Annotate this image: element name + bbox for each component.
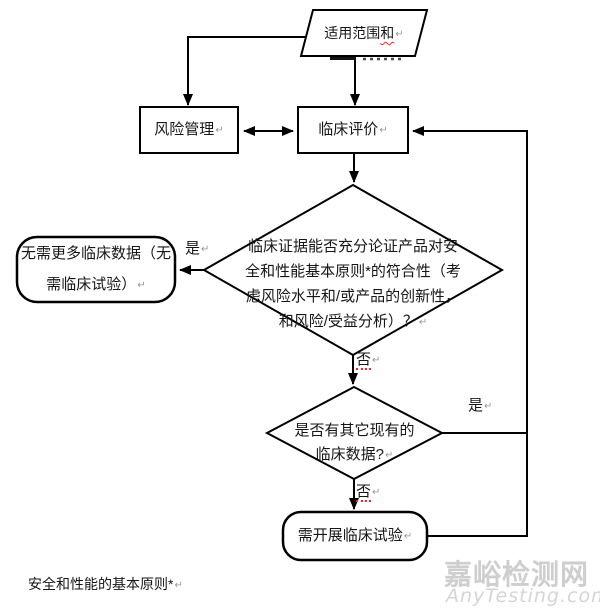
clinical-trial-text: 需开展临床试验 — [297, 527, 403, 545]
no-more-data-line1: 无需更多临床数据（无 — [20, 245, 171, 262]
scope-label-spellchecked-char: 和 — [380, 24, 395, 41]
yes1-text: 是 — [185, 240, 201, 257]
no-more-data-label: 无需更多临床数据（无 需临床试验）↵ — [17, 237, 175, 302]
return-mark: ↵ — [201, 244, 210, 255]
return-mark: ↵ — [484, 401, 493, 412]
return-mark: ↵ — [384, 449, 394, 461]
decision2-line2: 临床数据? — [315, 445, 384, 463]
decision1-line1: 临床证据能否充分论证产品对安 — [247, 237, 458, 255]
decision1-line2: 全和性能基本原则*的符合性（考 — [245, 262, 461, 280]
return-mark: ↵ — [395, 28, 404, 40]
return-mark: ↵ — [372, 487, 381, 498]
scope-parallelogram — [299, 9, 429, 57]
decision1-line4: 和风险/受益分析）？ — [278, 312, 418, 330]
no1-text: 否 — [356, 351, 372, 370]
decision2-label: 是否有其它现有的 临床数据?↵ — [267, 387, 442, 479]
scope-node-label: 适用范围和↵ — [301, 10, 427, 56]
connector-scope-to-risk — [183, 36, 306, 106]
return-mark: ↵ — [403, 531, 413, 543]
decision1-line3: 虑风险水平和/或产品的创新性， — [245, 287, 461, 305]
return-mark: ↵ — [215, 125, 224, 137]
decision1-diamond — [201, 183, 505, 357]
decision2-diamond — [264, 385, 445, 481]
return-mark: ↵ — [418, 316, 428, 328]
return-mark: ↵ — [137, 280, 146, 291]
scope-label-text: 适用范围 — [324, 24, 381, 41]
footnote: 安全和性能的基本原则*↵ — [28, 574, 183, 594]
decision1-label: 临床证据能否充分论证产品对安 全和性能基本原则*的符合性（考 虑风险水平和/或产… — [230, 185, 476, 355]
clinical-evaluation-text: 临床评价 — [318, 121, 379, 139]
connector-feedback-to-clinical — [412, 126, 528, 537]
no2-text: 否 — [356, 483, 372, 502]
return-mark: ↵ — [379, 125, 388, 137]
clinical-evaluation-box — [297, 106, 409, 154]
return-mark: ↵ — [174, 580, 183, 591]
clinical-trial-label: 需开展临床试验↵ — [283, 512, 427, 560]
clipped-text-fragment — [330, 56, 403, 61]
no-more-data-line2: 需临床试验） — [46, 276, 137, 293]
decision2-yes-label: 是↵ — [468, 398, 492, 415]
clinical-trial-rounded-box — [281, 510, 429, 562]
watermark-chinese: 嘉峪检测网 — [444, 559, 590, 590]
yes2-text: 是 — [468, 397, 484, 414]
decision2-line1: 是否有其它现有的 — [294, 421, 415, 439]
risk-management-text: 风险管理 — [154, 121, 215, 139]
no-more-data-rounded-box — [15, 235, 177, 304]
decision1-no-label: 否↵ — [356, 351, 381, 370]
clinical-evaluation-label: 临床评价↵ — [298, 107, 408, 153]
return-mark: ↵ — [372, 355, 381, 366]
risk-management-box — [139, 106, 239, 154]
risk-management-label: 风险管理↵ — [140, 107, 238, 153]
decision2-no-label: 否↵ — [356, 483, 381, 502]
footnote-text: 安全和性能的基本原则* — [28, 576, 174, 592]
decision1-yes-label: 是↵ — [185, 241, 209, 258]
watermark-english: AnyTesting.com — [446, 585, 600, 607]
